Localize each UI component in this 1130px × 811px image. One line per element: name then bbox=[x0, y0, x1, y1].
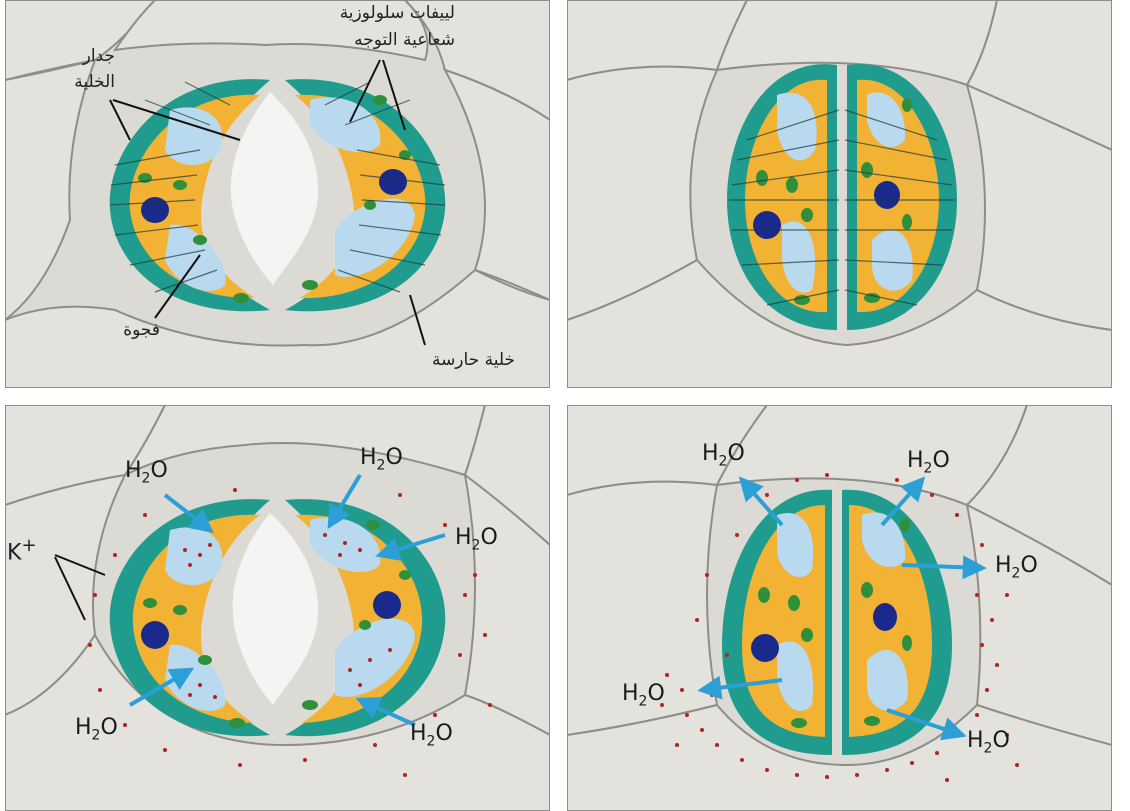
cell-wall-label-line1: جدار bbox=[25, 48, 115, 65]
panel-open-stoma-labelled: جدار الخلية لييفات سلولوزية شعاعية التوج… bbox=[5, 0, 550, 388]
panel-stoma-opening: H2O H2O H2O H2O H2O K+ bbox=[5, 405, 550, 811]
water-out-label-bottom-right: H2O bbox=[967, 730, 1010, 755]
water-label-top-right: H2O bbox=[360, 447, 403, 472]
water-out-label-top-right: H2O bbox=[907, 450, 950, 475]
panel-stoma-closing: H2O H2O H2O H2O H2O bbox=[567, 405, 1112, 811]
opening-stoma-illustration bbox=[5, 405, 550, 811]
water-label-bottom-right: H2O bbox=[410, 723, 453, 748]
water-label-bottom-left: H2O bbox=[75, 717, 118, 742]
microfibrils-label-line1: لييفات سلولوزية bbox=[255, 5, 455, 22]
closing-stoma-illustration bbox=[567, 405, 1112, 811]
water-label-top-left: H2O bbox=[125, 460, 168, 485]
guard-cell-label: خلية حارسة bbox=[365, 352, 515, 369]
potassium-label: K+ bbox=[7, 537, 37, 564]
closed-stoma-illustration bbox=[567, 0, 1112, 388]
water-out-label-bottom-left: H2O bbox=[622, 683, 665, 708]
microfibrils-label-line2: شعاعية التوجه bbox=[255, 32, 455, 49]
water-out-label-right: H2O bbox=[995, 555, 1038, 580]
panel-closed-stoma bbox=[567, 0, 1112, 388]
vacuole-label: فجوة bbox=[90, 322, 160, 339]
water-out-label-top-left: H2O bbox=[702, 443, 745, 468]
water-label-right: H2O bbox=[455, 527, 498, 552]
cell-wall-label-line2: الخلية bbox=[25, 74, 115, 91]
